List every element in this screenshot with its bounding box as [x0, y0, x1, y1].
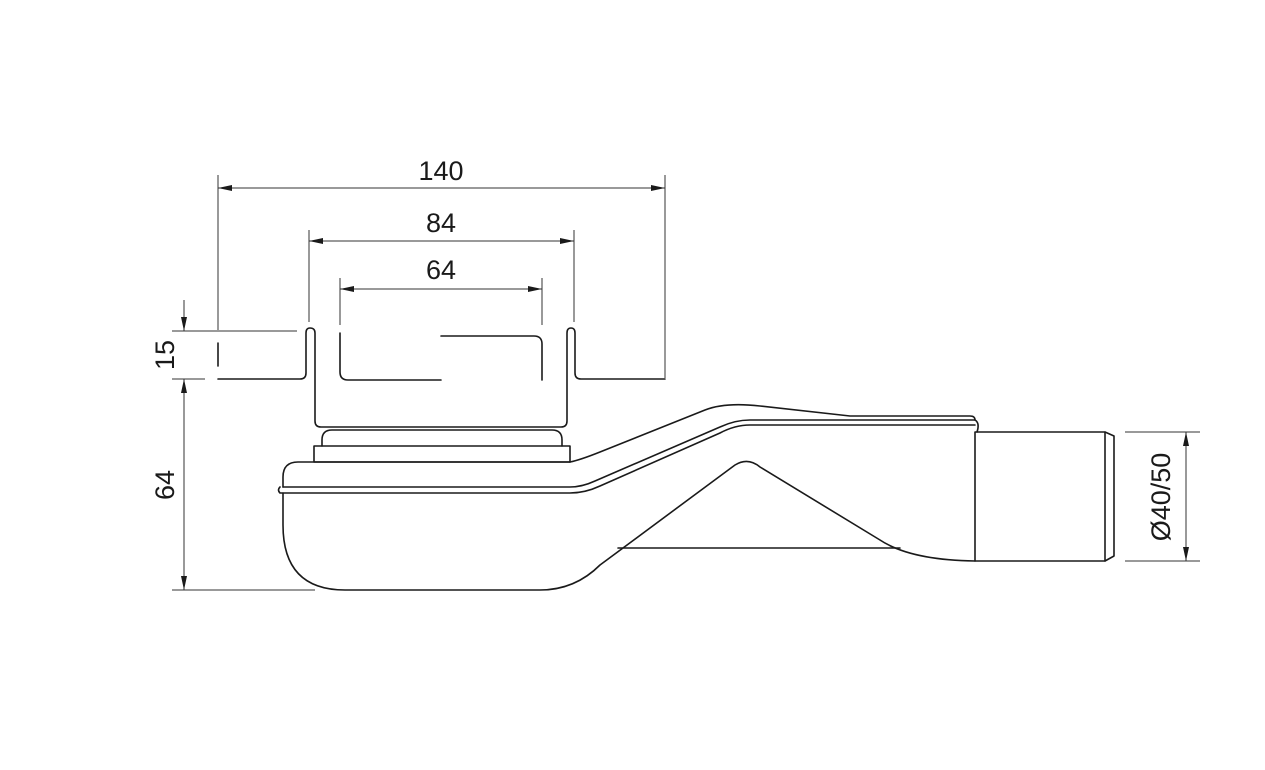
dimension-label-64-vertical: 64 [150, 470, 180, 500]
dimension-inner-width: 64 [339, 255, 543, 325]
dimension-label-15: 15 [150, 340, 180, 370]
dimension-flange-height: 15 [150, 300, 297, 380]
dimension-grate-width: 84 [308, 208, 575, 322]
outlet-pipe [974, 431, 1115, 562]
dimension-label-outlet: Ø40/50 [1146, 453, 1176, 542]
drain-body [277, 403, 979, 591]
dimension-body-height: 64 [150, 379, 315, 591]
dimension-overall-width: 140 [217, 156, 666, 378]
dimension-label-84: 84 [426, 208, 456, 238]
dimension-outlet-diameter: Ø40/50 [1125, 431, 1200, 562]
dimension-label-140: 140 [418, 156, 463, 186]
grate-profile [217, 327, 666, 428]
dimension-label-64-horizontal: 64 [426, 255, 456, 285]
